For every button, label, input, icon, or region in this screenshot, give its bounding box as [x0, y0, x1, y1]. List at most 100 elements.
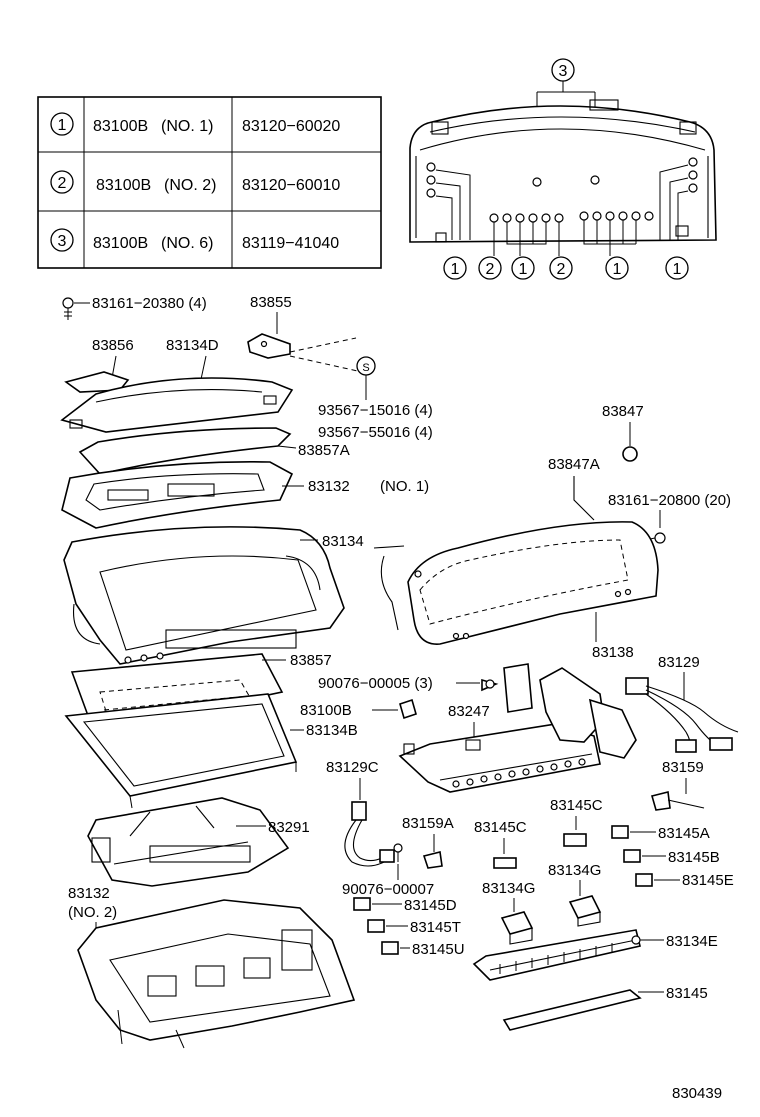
- label-83134G-a: 83134G: [482, 880, 535, 897]
- label-83159A: 83159A: [402, 815, 454, 832]
- case-83132-no2: [77, 899, 356, 1041]
- label-83134: 83134: [322, 533, 364, 550]
- label-83159: 83159: [662, 759, 704, 776]
- pad-83145D: [353, 897, 371, 911]
- table-row: 1 83100B (NO. 1) 83120−60020: [50, 112, 340, 136]
- label-83134E: 83134E: [666, 933, 718, 950]
- pad-83145A: [611, 825, 629, 839]
- strip-83134E: [472, 929, 641, 981]
- pad-83145C-a: [563, 833, 587, 847]
- label-90076-00005: 90076−00005 (3): [318, 675, 433, 692]
- label-83857A: 83857A: [298, 442, 350, 459]
- row-variant: (NO. 1): [161, 118, 213, 135]
- label-90076-00007: 90076−00007: [342, 881, 434, 898]
- label-83145A: 83145A: [658, 825, 710, 842]
- label-93567-55016: 93567−55016 (4): [318, 424, 433, 441]
- cluster-case-rear: [409, 105, 717, 243]
- s-mark: S: [362, 362, 369, 374]
- housing-83134: [63, 526, 345, 665]
- label-83129: 83129: [658, 654, 700, 671]
- label-83857: 83857: [290, 652, 332, 669]
- callout-text: 2: [557, 261, 566, 278]
- pad-83145E: [635, 873, 653, 887]
- socket-83159A: [422, 851, 443, 869]
- faceplate-83132-no1: [61, 461, 294, 529]
- row-mark: 1: [58, 117, 67, 134]
- label-83145B: 83145B: [668, 849, 720, 866]
- row-mark: 2: [58, 175, 67, 192]
- label-83134B: 83134B: [306, 722, 358, 739]
- row-name: 83100B: [93, 235, 148, 252]
- table-row: 2 83100B (NO. 2) 83120−60010: [50, 170, 340, 194]
- label-83247: 83247: [448, 703, 490, 720]
- screw-icon: [481, 678, 499, 692]
- pad-83145C-b: [493, 857, 517, 869]
- callout-text: 1: [613, 261, 622, 278]
- connector-83129C: [351, 801, 367, 821]
- callout-3-text: 3: [559, 63, 568, 80]
- label-83145U: 83145U: [412, 941, 465, 958]
- case-83138: [407, 521, 659, 645]
- row-mark: 3: [58, 233, 67, 250]
- right-stack: 83847 83847A 83161−20800 (20) 83138 8312…: [318, 403, 739, 1031]
- label-83847A: 83847A: [548, 456, 600, 473]
- label-83145C-b: 83145C: [474, 819, 527, 836]
- callout-text: 1: [451, 261, 460, 278]
- row-number: 83120−60020: [242, 118, 340, 135]
- label-93567-15016: 93567−15016 (4): [318, 402, 433, 419]
- nut-83847: [622, 446, 638, 462]
- pad-83145T: [367, 919, 385, 933]
- label-83132b: 83132: [68, 885, 110, 902]
- block-83134G-a: [500, 911, 534, 935]
- callout-text: 2: [486, 261, 495, 278]
- label-83132: 83132: [308, 478, 350, 495]
- label-83855: 83855: [250, 294, 292, 311]
- screw-icon: [393, 843, 403, 862]
- row-variant: (NO. 2): [164, 177, 216, 194]
- bottom-callouts: 1 2 1 2 1 1: [443, 256, 689, 280]
- bracket-83856: [64, 371, 130, 393]
- label-83129C: 83129C: [326, 759, 379, 776]
- label-83291: 83291: [268, 819, 310, 836]
- socket-83159: [651, 791, 671, 811]
- strip-83145: [502, 989, 642, 1031]
- row-variant: (NO. 6): [161, 235, 213, 252]
- board-83291: [87, 797, 290, 887]
- cluster-rear-view: 3: [409, 58, 717, 280]
- part-number-table: 1 83100B (NO. 1) 83120−60020 2 83100B (N…: [37, 96, 382, 269]
- label-83132-no1: (NO. 1): [380, 478, 429, 495]
- screw-icon: [62, 297, 74, 320]
- callout-text: 1: [519, 261, 528, 278]
- label-83847: 83847: [602, 403, 644, 420]
- callout-text: 1: [673, 261, 682, 278]
- block-83134G-b: [568, 895, 602, 919]
- label-83145C-a: 83145C: [550, 797, 603, 814]
- clip-83100B: [399, 698, 417, 720]
- bracket-83855: [247, 333, 291, 359]
- label-83138: 83138: [592, 644, 634, 661]
- label-83161-20380: 83161−20380 (4): [92, 295, 207, 312]
- row-name: 83100B: [93, 118, 148, 135]
- label-83145D: 83145D: [404, 897, 457, 914]
- label-83145T: 83145T: [410, 919, 461, 936]
- label-83100B: 83100B: [300, 702, 352, 719]
- diagram-id: 830439: [672, 1085, 722, 1102]
- board-83247: [398, 723, 601, 793]
- left-stack: 83161−20380 (4) 83855 S 83856 83134D 935…: [60, 294, 433, 1049]
- label-83145: 83145: [666, 985, 708, 1002]
- label-83856: 83856: [92, 337, 134, 354]
- row-number: 83120−60010: [242, 177, 340, 194]
- row-name: 83100B: [96, 177, 151, 194]
- hood-83134D: [60, 377, 294, 433]
- label-83134D: 83134D: [166, 337, 219, 354]
- pad-83145U: [381, 941, 399, 955]
- board-hole-row: [452, 758, 586, 788]
- connector-83129: [625, 677, 649, 695]
- label-83145E: 83145E: [682, 872, 734, 889]
- label-83134G-b: 83134G: [548, 862, 601, 879]
- label-83161-20800: 83161−20800 (20): [608, 492, 731, 509]
- pad-83145B: [623, 849, 641, 863]
- label-83132b-no2: (NO. 2): [68, 904, 117, 921]
